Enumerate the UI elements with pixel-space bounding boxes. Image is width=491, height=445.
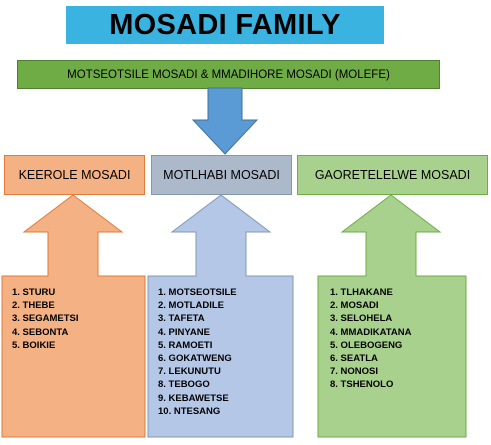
down-arrow (191, 87, 259, 155)
title-banner: MOSADI FAMILY (66, 6, 384, 44)
up-arrow-callout-2 (147, 194, 294, 438)
list-item: 1. STURU (12, 287, 56, 298)
list-item: 8. TSHENOLO (330, 379, 394, 391)
branch-name: GAORETELELWE MOSADI (314, 168, 471, 182)
up-arrow-callout-3 (317, 194, 467, 438)
branch-box-motlhabi: MOTLHABI MOSADI (151, 155, 292, 195)
branch-box-gaoretelelwe: GAORETELELWE MOSADI (297, 155, 488, 195)
list-item: 4. MMADIKATANA (330, 326, 412, 338)
list-item: 5. RAMOETI (158, 339, 213, 351)
diagram-title: MOSADI FAMILY (109, 8, 341, 41)
children-list-motlhabi: 1. MOTSEOTSILE 2. MOTLADILE 3. TAFETA 4.… (158, 286, 237, 418)
list-item: 6. SEATLA (330, 352, 378, 364)
up-arrow-callout-1 (1, 194, 146, 438)
list-item: 3. SELOHELA (330, 313, 393, 325)
list-item: 8. TEBOGO (158, 379, 210, 391)
list-item: 10. NTESANG (158, 405, 221, 417)
children-list-keerole: 1. STURU 2. THEBE 3. SEGAMETSI 4. SEBONT… (12, 286, 79, 352)
list-item: 4. PINYANE (158, 326, 210, 338)
list-item: 5. BOIKIE (12, 339, 56, 351)
branch-name: KEEROLE MOSADI (18, 168, 131, 182)
list-item: 6. GOKATWENG (158, 352, 232, 364)
branch-name: MOTLHABI MOSADI (163, 168, 280, 182)
list-item: 2. THEBE (12, 300, 55, 312)
list-item: 2. MOTLADILE (158, 300, 224, 312)
list-item: 3. TAFETA (158, 313, 205, 325)
children-list-gaoretelelwe: 1. TLHAKANE 2. MOSADI 3. SELOHELA 4. MMA… (330, 286, 411, 392)
list-item: 9. KEBAWETSE (158, 392, 229, 404)
branch-box-keerole: KEEROLE MOSADI (4, 155, 145, 195)
list-item: 7. LEKUNUTU (158, 366, 221, 378)
list-item: 4. SEBONTA (12, 326, 69, 338)
list-item: 3. SEGAMETSI (12, 313, 79, 325)
list-item: 2. MOSADI (330, 300, 379, 312)
parents-label: MOTSEOTSILE MOSADI & MMADIHORE MOSADI (M… (67, 68, 390, 81)
list-item: 5. OLEBOGENG (330, 339, 403, 351)
list-item: 7. NONOSI (330, 366, 379, 378)
list-item: 1. MOTSEOTSILE (158, 287, 237, 298)
list-item: 1. TLHAKANE (330, 287, 393, 298)
